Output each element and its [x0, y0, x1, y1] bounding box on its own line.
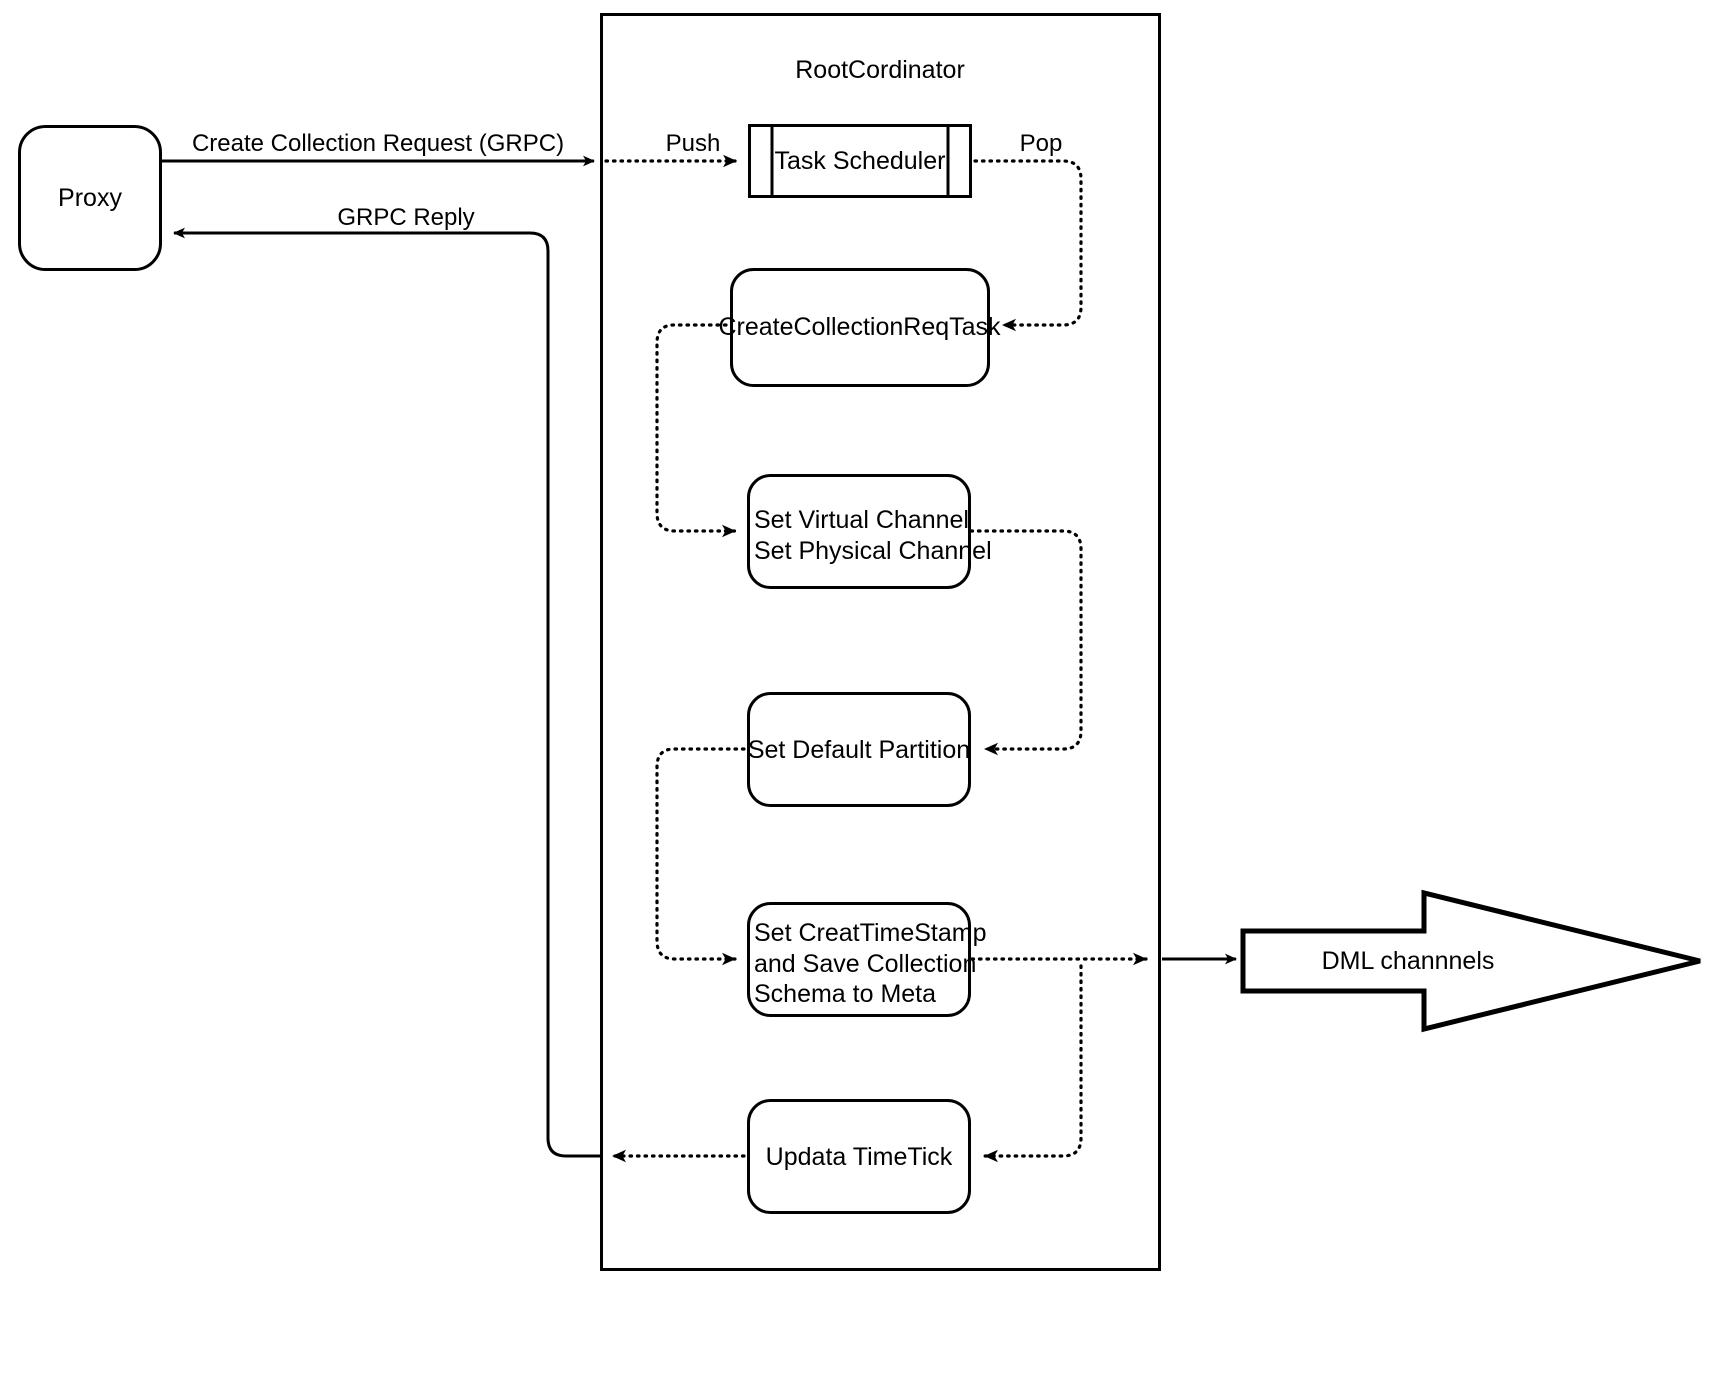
set-default-partition-label: Set Default Partition — [747, 735, 971, 764]
update-timetick-label-wrap: Updata TimeTick — [748, 1140, 970, 1174]
dml-channels-label: DML channnels — [1321, 946, 1495, 975]
edge-label-push: Push — [665, 130, 721, 158]
edge-label-push-wrap: Push — [648, 128, 738, 160]
proxy-label: Proxy — [58, 183, 122, 212]
create-collection-req-task-label: CreateCollectionReqTask — [718, 312, 1001, 341]
set-create-timestamp-border[interactable] — [747, 902, 971, 1017]
edge-label-create-collection-request-wrap: Create Collection Request (GRPC) — [192, 128, 564, 160]
dml-channels-block-arrow[interactable] — [1240, 889, 1701, 1033]
rootcordinator-label: RootCordinator — [795, 55, 965, 84]
create-collection-req-task-label-wrap: CreateCollectionReqTask — [706, 310, 1013, 344]
edge-label-create-collection-request: Create Collection Request (GRPC) — [191, 130, 565, 158]
update-timetick-border[interactable] — [747, 1099, 971, 1214]
rootcordinator-container-border — [600, 13, 1161, 1271]
set-create-timestamp-label-line-1: Set CreatTimeStamp — [754, 919, 987, 947]
edge-default-partition-to-timestamp — [655, 747, 746, 966]
task-scheduler-border[interactable] — [748, 124, 972, 198]
edge-pop — [973, 159, 1083, 332]
task-scheduler-label: Task Scheduler — [774, 146, 946, 175]
edge-timestamp-to-timetick — [983, 964, 1083, 1163]
edge-task-to-set-channels — [655, 323, 737, 538]
edge-label-grpc-reply: GRPC Reply — [337, 204, 475, 232]
edge-label-pop: Pop — [1019, 130, 1063, 158]
update-timetick-label: Updata TimeTick — [765, 1142, 953, 1171]
create-collection-req-task-border[interactable] — [730, 268, 990, 387]
set-channels-label-wrap: Set Virtual Channel Set Physical Channel — [754, 505, 992, 566]
task-scheduler-label-wrap: Task Scheduler — [772, 144, 948, 178]
set-channels-label-line-1: Set Virtual Channel — [754, 506, 969, 534]
rootcordinator-label-wrap: RootCordinator — [601, 53, 1159, 87]
set-create-timestamp-label-wrap: Set CreatTimeStamp and Save Collection S… — [754, 918, 987, 1010]
proxy-node-border[interactable] — [18, 125, 162, 271]
edge-set-channels-to-default-partition — [969, 529, 1083, 756]
set-channels-label-line-2: Set Physical Channel — [754, 536, 992, 565]
set-create-timestamp-label-line-3: Schema to Meta — [754, 980, 937, 1008]
edge-grpc-reply — [173, 227, 600, 1158]
dml-channels-label-wrap: DML channnels — [1243, 944, 1573, 978]
set-default-partition-label-wrap: Set Default Partition — [748, 733, 970, 767]
edge-label-pop-wrap: Pop — [1004, 128, 1078, 160]
edge-label-grpc-reply-wrap: GRPC Reply — [272, 202, 540, 234]
set-create-timestamp-label-line-2: and Save Collection — [754, 949, 977, 978]
proxy-label-wrap: Proxy — [19, 181, 161, 215]
set-default-partition-border[interactable] — [747, 692, 971, 807]
